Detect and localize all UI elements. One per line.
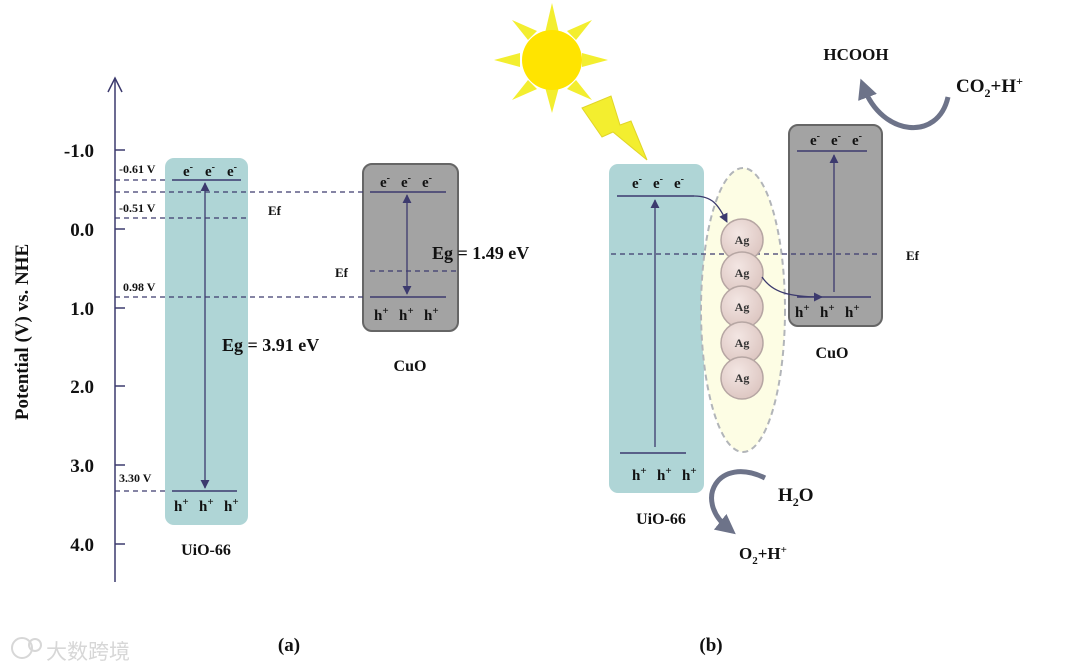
hole-label: h+ [374,305,389,324]
hole-label: h+ [199,496,214,515]
panel-a-caption: (a) [278,635,300,656]
fermi-label: Ef [268,203,282,218]
cuo-gap-label: Eg = 1.49 eV [432,243,529,263]
water-oxidation-arrow [709,469,767,535]
hole-label: h+ [174,496,189,515]
cuo-name: CuO [816,345,849,362]
y-axis-label: Potential (V) vs. NHE [12,244,33,420]
ag-label: Ag [735,336,750,350]
electron-transfer-arrow [693,195,728,223]
uio66-name: UiO-66 [181,542,231,559]
y-tick-label: 0.0 [70,220,94,241]
hole-label: h+ [682,465,697,484]
o2-label: O2+H+ [739,544,787,567]
watermark-text: 大数跨境 [46,640,130,664]
electron-label: e- [183,162,193,180]
panel-a: -0.61 V -0.51 V 0.98 V 3.30 V Ef Ef Eg =… [115,158,529,656]
electron-label: e- [227,162,237,180]
uio66-band-block [609,164,704,493]
hole-transfer-arrow [761,276,823,302]
hole-label: h+ [424,305,439,324]
hole-label: h+ [820,302,835,321]
watermark-logo-icon [11,637,33,659]
electron-label: e- [831,131,841,149]
hole-label: h+ [795,302,810,321]
panel-b-caption: (b) [699,635,722,656]
potential-label: -0.51 V [119,201,156,215]
fermi-label: Ef [335,265,349,280]
h2o-label: H2O [778,485,814,509]
electron-label: e- [810,131,820,149]
hole-label: h+ [657,465,672,484]
electron-label: e- [205,162,215,180]
fermi-label: Ef [906,248,920,263]
uio66-gap-label: Eg = 3.91 eV [222,335,319,355]
potential-label: 0.98 V [123,280,156,294]
y-tick-label: -1.0 [64,141,94,162]
potential-label: -0.61 V [119,162,156,176]
co2-label: CO2+H+ [956,74,1023,100]
cuo-name: CuO [394,358,427,375]
hole-label: h+ [632,465,647,484]
electron-label: e- [422,173,432,191]
ag-label: Ag [735,371,750,385]
uio66-name: UiO-66 [636,511,686,528]
lightning-bolt-icon [581,95,648,161]
ag-label: Ag [735,266,750,280]
ag-particles: Ag Ag Ag Ag Ag [720,218,764,400]
potential-label: 3.30 V [119,471,152,485]
hole-label: h+ [399,305,414,324]
electron-label: e- [632,174,642,192]
y-tick-label: 3.0 [70,456,94,477]
ag-label: Ag [735,300,750,314]
electron-label: e- [380,173,390,191]
electron-label: e- [852,131,862,149]
electron-label: e- [653,174,663,192]
electron-label: e- [401,173,411,191]
ag-label: Ag [735,233,750,247]
y-tick-label: 2.0 [70,377,94,398]
y-tick-labels: -1.0 0.0 1.0 2.0 3.0 4.0 [64,141,94,556]
co2-reduction-arrow [858,78,951,131]
hole-label: h+ [845,302,860,321]
y-tick-label: 4.0 [70,535,94,556]
watermark: 大数跨境 [11,637,130,664]
hcooh-label: HCOOH [823,45,888,64]
y-axis [107,76,125,582]
panel-b: Ef Ag Ag Ag Ag Ag e- e- e- h+ h+ [494,3,1023,656]
y-tick-label: 1.0 [70,299,94,320]
cuo-band-block [788,124,883,327]
electron-label: e- [674,174,684,192]
hole-label: h+ [224,496,239,515]
sun-icon [494,3,608,113]
ag-particle [720,356,764,400]
